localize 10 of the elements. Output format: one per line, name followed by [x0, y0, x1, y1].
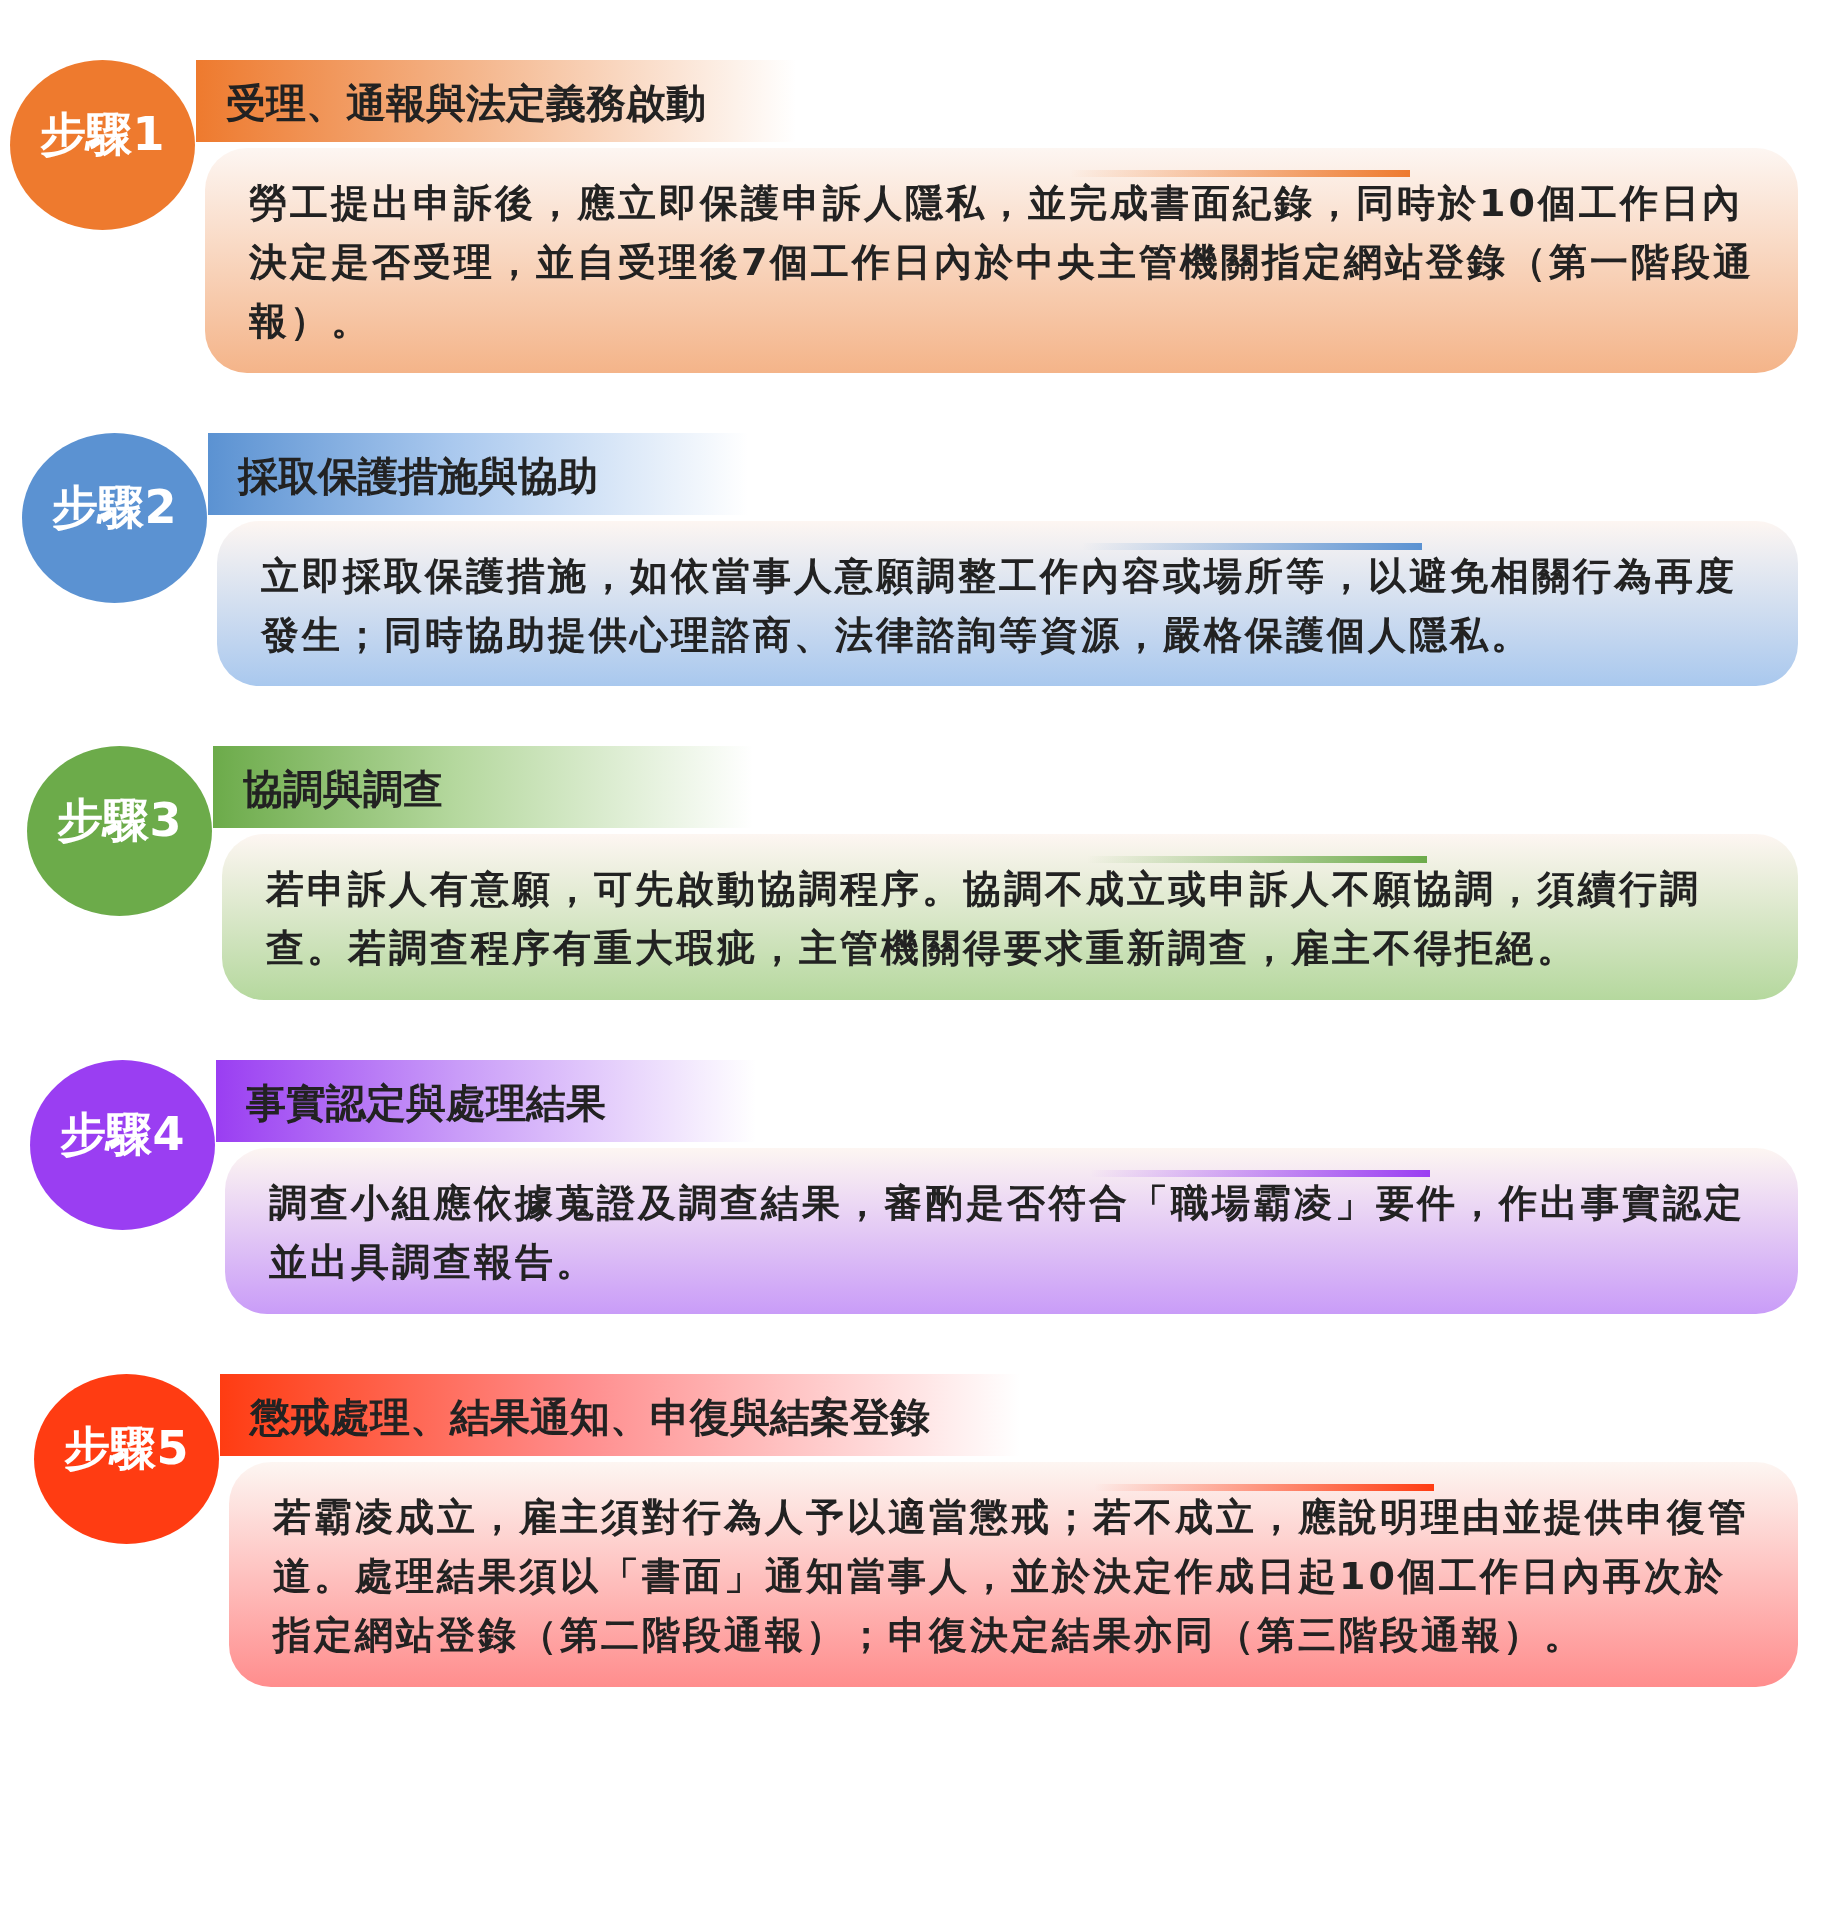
step-badge: 步驟3: [27, 746, 212, 917]
step-description-card: 勞工提出申訴後，應立即保護申訴人隱私，並完成書面紀錄，同時於10個工作日內決定是否受理，並自受理後7個工作日內於中央主管機關指定網站登錄（第一階段通報）。: [205, 148, 1798, 373]
step-description-card: 若申訴人有意願，可先啟動協調程序。協調不成立或申訴人不願協調，須續行調查。若調查程序有重大瑕疵，主管機關得要求重新調查，雇主不得拒絕。: [222, 834, 1798, 1001]
step-badge: 步驟2: [22, 432, 207, 603]
step-description-card: 調查小組應依據蒐證及調查結果，審酌是否符合「職場霸凌」要件，作出事實認定並出具調查報告。: [225, 1148, 1798, 1314]
step-description-card: 立即採取保護措施，如依當事人意願調整工作內容或場所等，以避免相關行為再度發生；同時協助提供心理諮商、法律諮詢等資源，嚴格保護個人隱私。: [217, 520, 1798, 687]
step-badge: 步驟1: [10, 60, 195, 230]
step-badge: 步驟5: [34, 1374, 219, 1544]
step-badge: 步驟4: [30, 1060, 215, 1231]
step-description-card: 若霸凌成立，雇主須對行為人予以適當懲戒；若不成立，應說明理由並提供申復管道。處理結果須以「書面」通知當事人，並於決定作成日起10個工作日內再次於指定網站登錄（第二階段通報）；申復決定結果亦同（第三階段通報）。: [229, 1462, 1798, 1687]
